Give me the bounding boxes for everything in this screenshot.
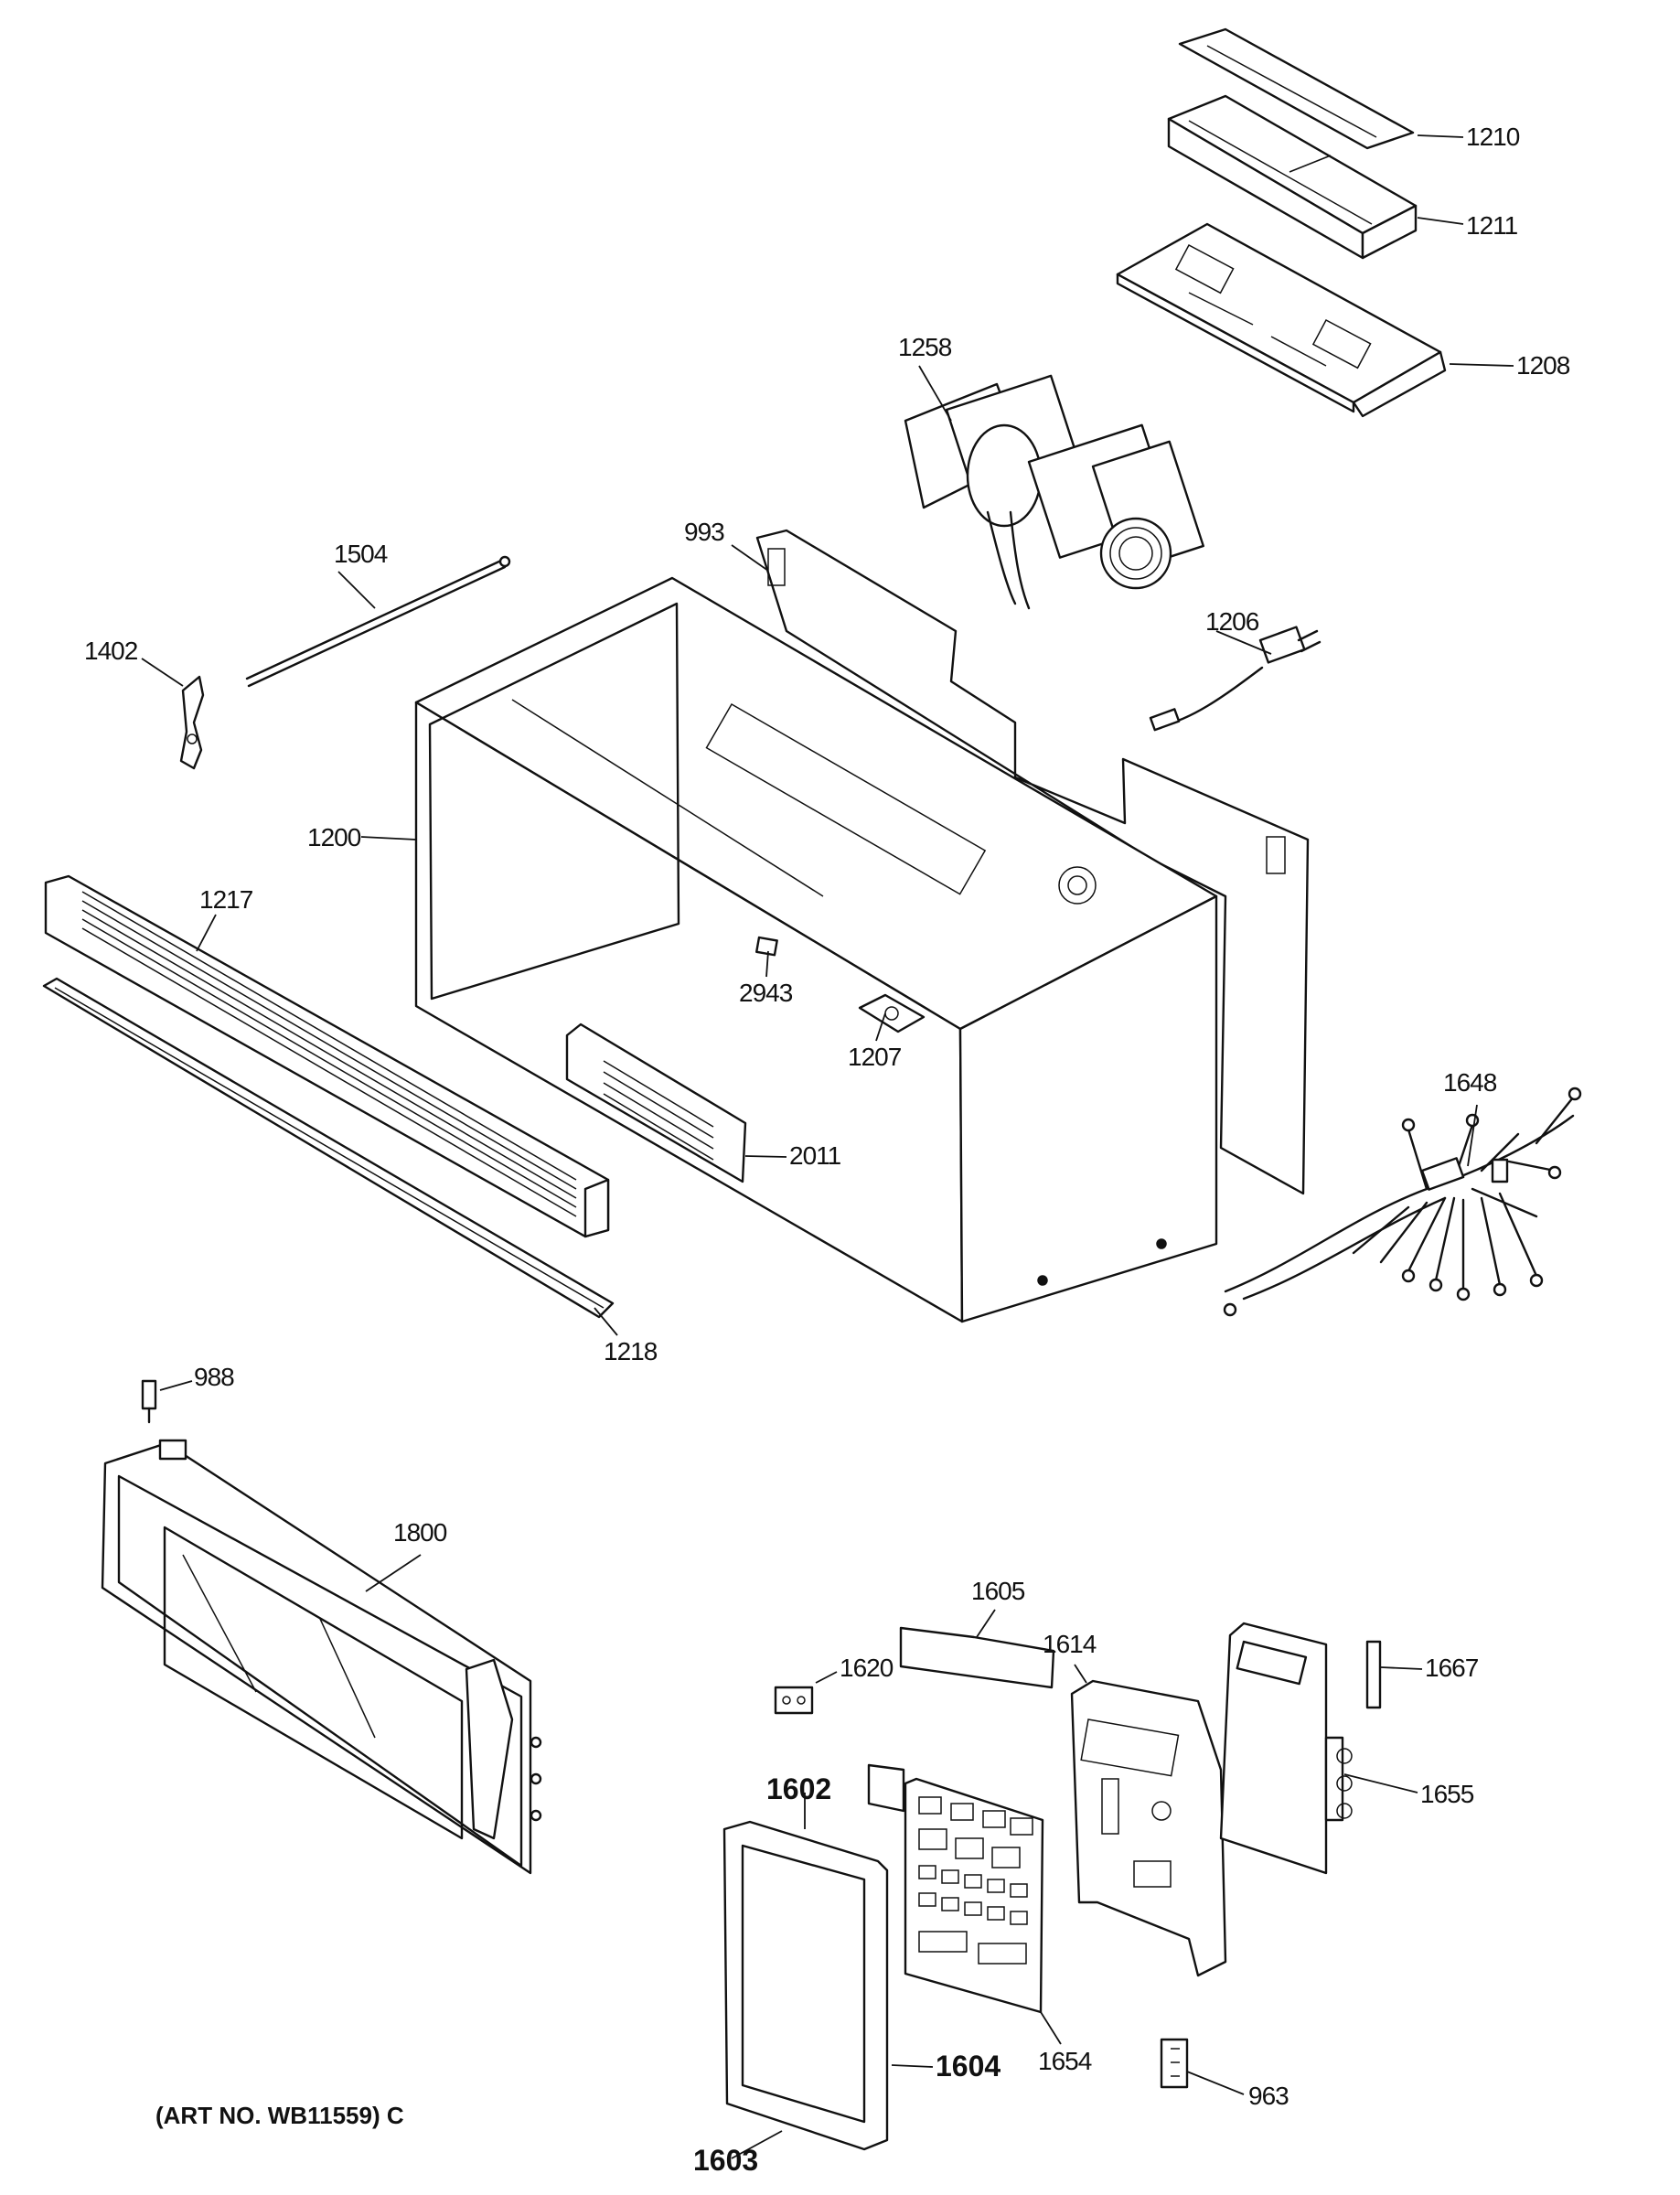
label-1258: 1258 [898,333,952,361]
label-1602: 1602 [766,1772,832,1805]
label-1604: 1604 [936,2050,1001,2083]
label-2943: 2943 [739,979,793,1007]
part-1211-duct [1167,94,1418,260]
part-1504-rod [245,555,511,688]
label-1655: 1655 [1420,1780,1474,1808]
part-1620-switch [774,1686,814,1715]
label-1211: 1211 [1466,211,1518,240]
label-1208: 1208 [1516,351,1570,380]
part-1218-trim-strip [42,977,615,1319]
label-1667: 1667 [1425,1654,1479,1682]
part-2011-vent-grille [565,1023,747,1183]
label-1800: 1800 [393,1518,447,1547]
part-988-lamp [141,1379,157,1424]
part-1654-touch-panel [867,1763,1044,2014]
label-2011: 2011 [789,1141,841,1170]
label-1207: 1207 [848,1043,902,1071]
label-1218: 1218 [604,1337,658,1365]
label-1648: 1648 [1443,1068,1497,1097]
art-number: (ART NO. WB11559) C [155,2102,404,2129]
part-1614-control-bracket [1070,1679,1227,1977]
label-1504: 1504 [334,540,388,568]
part-1200-cabinet [414,576,1218,1323]
part-1605-display-window [899,1626,1055,1689]
label-963: 963 [1248,2082,1289,2110]
label-988: 988 [194,1363,235,1391]
part-1206-power-cord [1149,626,1322,732]
label-1200: 1200 [307,823,361,851]
label-1402: 1402 [84,637,138,665]
part-1258-blower [904,374,1204,610]
part-1667-clip [1365,1640,1382,1709]
part-2943-clip [755,936,778,957]
label-1210: 1210 [1466,123,1520,151]
label-993: 993 [684,518,725,546]
label-1605: 1605 [971,1577,1025,1605]
label-1614: 1614 [1043,1630,1097,1658]
part-1602-control-frame [722,1820,889,2151]
label-1654: 1654 [1038,2047,1092,2075]
label-1206: 1206 [1205,607,1259,636]
part-1217-vent-grille [44,874,610,1238]
part-1402-bracket [179,675,205,770]
label-1603: 1603 [693,2144,759,2177]
part-1800-door [101,1439,542,1875]
part-1210-cover [1178,27,1415,150]
part-1655-control-board [1219,1622,1353,1875]
label-1620: 1620 [840,1654,894,1682]
leader-lines [141,134,1514,2159]
part-1208-mounting-plate [1116,222,1447,418]
part-963-latch [1160,2038,1189,2089]
label-1217: 1217 [199,885,253,914]
